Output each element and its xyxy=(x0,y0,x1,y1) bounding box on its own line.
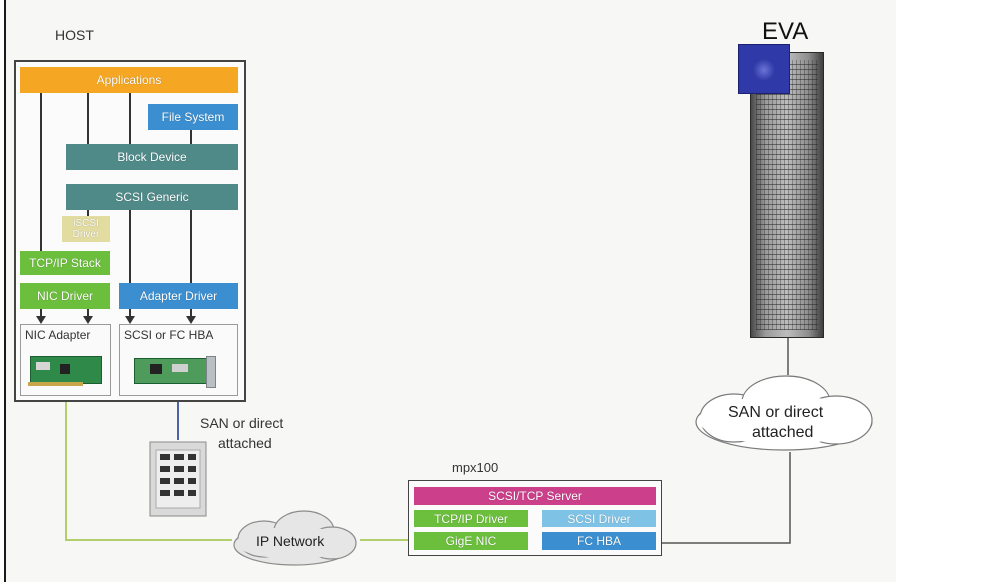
stack-line xyxy=(129,93,131,144)
scsi-tcp-server-layer: SCSI/TCP Server xyxy=(414,487,656,505)
stack-line xyxy=(40,309,42,318)
nic-to-ip-network-line xyxy=(65,398,232,541)
chip-icon xyxy=(172,364,188,372)
fc-hba-to-san-line xyxy=(658,452,791,544)
eva-drive-grille xyxy=(756,60,818,330)
eva-controller-light-icon xyxy=(753,59,775,81)
applications-layer: Applications xyxy=(20,67,238,93)
chip-icon xyxy=(150,364,162,374)
down-arrow-icon xyxy=(125,316,135,324)
stack-line xyxy=(190,309,192,318)
chip-icon xyxy=(60,364,70,374)
scsi-fc-hba-label: SCSI or FC HBA xyxy=(124,328,214,342)
scsi-generic-layer: SCSI Generic xyxy=(66,184,238,210)
mpx100-title: mpx100 xyxy=(452,460,499,475)
iscsi-driver-layer: iSCSI Driver xyxy=(62,216,110,242)
nic-adapter-label: NIC Adapter xyxy=(25,328,91,342)
eva-title: EVA xyxy=(762,18,809,45)
host-title: HOST xyxy=(55,27,94,43)
san-right-line2: attached xyxy=(752,424,814,441)
ip-network-label: IP Network xyxy=(256,533,325,549)
fc-hba-layer: FC HBA xyxy=(542,532,656,550)
mpx-tcpip-driver-layer: TCP/IP Driver xyxy=(414,510,528,527)
adapter-driver-layer: Adapter Driver xyxy=(119,283,238,309)
san-cloud-icon xyxy=(695,375,873,451)
file-system-layer: File System xyxy=(148,104,238,130)
gige-nic-layer: GigE NIC xyxy=(414,532,528,550)
hba-bracket-icon xyxy=(206,356,216,388)
storage-array-icon xyxy=(149,441,207,517)
san-left-line2: attached xyxy=(218,435,272,451)
nic-driver-layer: NIC Driver xyxy=(20,283,110,309)
hba-card-icon xyxy=(134,358,208,384)
ip-network-cloud-icon xyxy=(233,510,357,566)
stack-line xyxy=(87,210,89,216)
down-arrow-icon xyxy=(36,316,46,324)
chip-icon xyxy=(36,362,50,370)
san-left-line1: SAN or direct xyxy=(200,415,284,431)
eva-controller-icon xyxy=(738,44,790,94)
down-arrow-icon xyxy=(83,316,93,324)
stack-line xyxy=(129,309,131,318)
tcpip-stack-layer: TCP/IP Stack xyxy=(20,251,110,275)
left-frame-border xyxy=(4,0,6,582)
stack-line xyxy=(87,309,89,318)
down-arrow-icon xyxy=(186,316,196,324)
stack-line xyxy=(190,210,192,283)
card-contacts-icon xyxy=(28,382,83,386)
stack-line xyxy=(129,210,131,283)
block-device-layer: Block Device xyxy=(66,144,238,170)
stack-line xyxy=(190,130,192,144)
mpx-scsi-driver-layer: SCSI Driver xyxy=(542,510,656,527)
stack-line xyxy=(87,93,89,144)
stack-line xyxy=(40,93,42,251)
san-right-line1: SAN or direct xyxy=(728,404,824,421)
